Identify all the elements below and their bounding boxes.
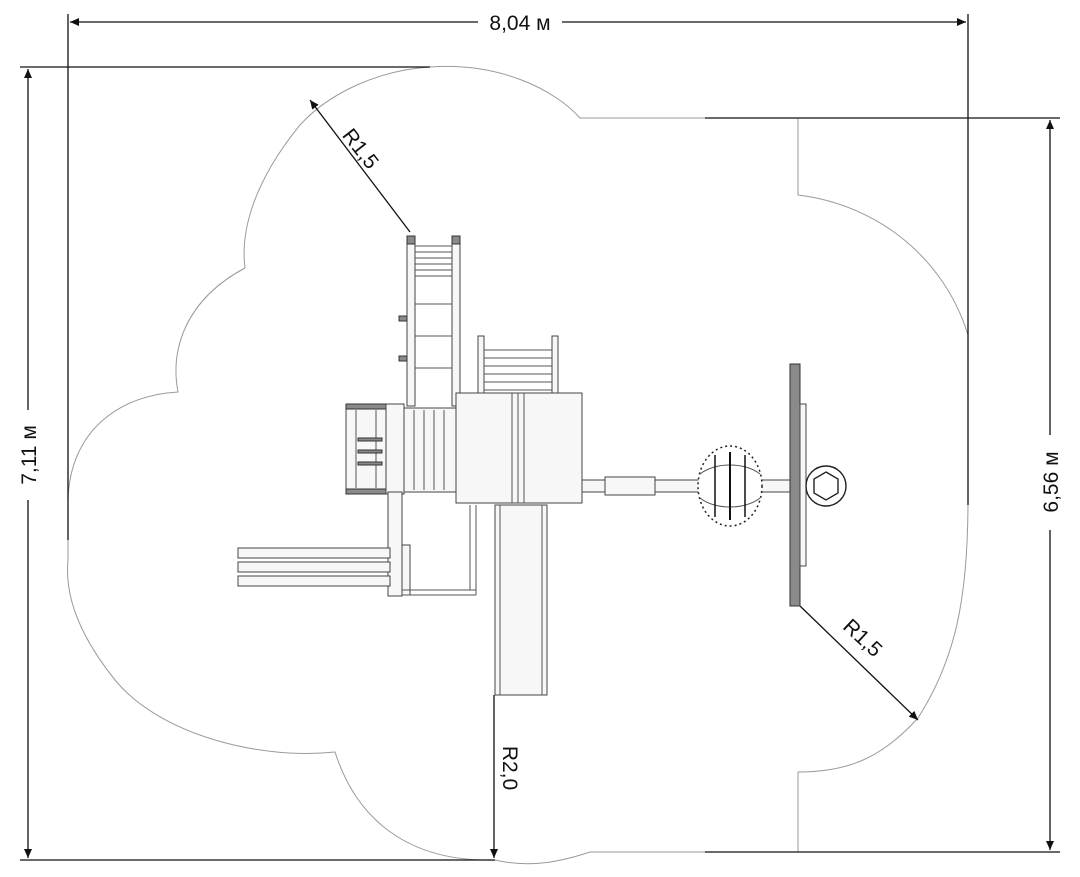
ladder (398, 235, 461, 407)
radius-top-left-label: R1,5 (337, 124, 382, 173)
radius-bottom-center-label: R2,0 (498, 746, 521, 790)
height-right-label: 6,56 м (1040, 451, 1063, 512)
swing-frame (789, 363, 807, 607)
slide (494, 504, 548, 696)
net-swing (697, 445, 763, 527)
height-dimension-right: 6,56 м (705, 117, 1063, 853)
tower-deck (455, 392, 583, 504)
height-dimension-left: 7,11 м (18, 66, 495, 861)
radius-top-left: R1,5 (309, 99, 411, 233)
lower-stairs (387, 491, 477, 597)
width-dimension-label: 8,04 м (489, 12, 550, 35)
radius-bottom-right: R1,5 (799, 605, 919, 721)
radius-bottom-center: R2,0 (490, 695, 521, 858)
tower-rail (477, 335, 559, 395)
width-dimension: 8,04 м (67, 12, 969, 540)
safety-zone-outline (67, 65, 969, 865)
crossbeam (581, 476, 807, 496)
deck-left (403, 407, 457, 493)
bench (237, 547, 391, 587)
radius-bottom-right-label: R1,5 (838, 615, 886, 662)
height-left-label: 7,11 м (18, 425, 41, 485)
basketball-hoop (805, 465, 847, 507)
climbing-panel (345, 403, 405, 495)
